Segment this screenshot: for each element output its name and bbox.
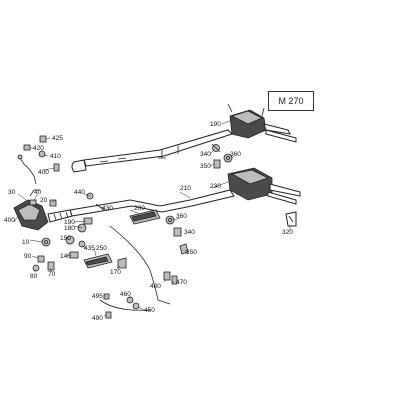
callout-80: 80 — [30, 273, 38, 280]
bolt-420 — [23, 144, 31, 151]
callout-480: 480 — [150, 283, 161, 290]
callout-190-upper: 190 — [210, 121, 221, 128]
clamp-435 — [78, 240, 86, 248]
lower-hanger-360 — [165, 215, 175, 225]
lower-rear-muffler — [227, 167, 301, 205]
upper-pipe-hanger — [158, 146, 179, 159]
callout-140: 140 — [60, 253, 71, 260]
callout-70: 70 — [48, 271, 56, 278]
lower-sensor-wire — [99, 225, 171, 311]
center-silencer — [129, 209, 161, 225]
clip-410 — [38, 150, 46, 158]
callout-400: 400 — [38, 169, 49, 176]
callout-360-upper: 360 — [230, 151, 241, 158]
callout-210: 210 — [180, 185, 191, 192]
part-450 — [132, 302, 140, 310]
leader-lines — [13, 119, 291, 317]
bracket-170 — [117, 257, 127, 269]
callout-190-left: 190 — [64, 219, 75, 226]
callout-30: 30 — [8, 189, 16, 196]
upper-bracket-350 — [213, 159, 221, 169]
part-90 — [37, 255, 45, 263]
part-70 — [47, 261, 55, 271]
sensor-470 — [171, 275, 178, 285]
callout-400-left: 400 — [4, 217, 15, 224]
callouts: 425 420 410 400 30 40 20 400 440 430 190… — [4, 121, 293, 322]
part-490 — [105, 311, 112, 319]
upper-rear-muffler — [227, 103, 297, 143]
nut-425 — [39, 135, 47, 143]
flex-pipe — [47, 209, 73, 223]
callout-435: 435 — [84, 245, 95, 252]
clamp-140 — [69, 251, 79, 259]
callout-340-upper: 340 — [200, 151, 211, 158]
callout-420: 420 — [33, 145, 44, 152]
part-80 — [32, 264, 40, 272]
upper-hanger-340 — [211, 143, 221, 153]
callout-180: 180 — [64, 225, 75, 232]
model-label: M 270 — [268, 91, 314, 111]
clamp-20 — [49, 199, 57, 207]
callout-10: 10 — [22, 239, 30, 246]
callout-425: 425 — [52, 135, 63, 142]
callout-410: 410 — [50, 153, 61, 160]
callout-360-lower: 360 — [176, 213, 187, 220]
callout-250: 250 — [96, 245, 107, 252]
callout-470: 470 — [176, 279, 187, 286]
callout-350-upper: 350 — [200, 163, 211, 170]
callout-40: 40 — [34, 189, 42, 196]
pipe-250 — [83, 253, 113, 269]
callout-490: 490 — [92, 315, 103, 322]
callout-320: 320 — [282, 229, 293, 236]
callout-200: 200 — [134, 205, 145, 212]
callout-170: 170 — [110, 269, 121, 276]
callout-350-lower: 350 — [186, 249, 197, 256]
clamp-40 — [29, 199, 37, 206]
callout-495: 495 — [92, 293, 103, 300]
sensor-480 — [163, 271, 171, 281]
callout-340-lower: 340 — [184, 229, 195, 236]
callout-150: 150 — [60, 235, 71, 242]
part-495 — [103, 293, 110, 300]
sensor-400 — [53, 163, 60, 172]
callout-90: 90 — [24, 253, 32, 260]
callout-20: 20 — [40, 197, 48, 204]
callout-230: 230 — [210, 183, 221, 190]
catalytic-converter — [13, 189, 49, 231]
callout-460: 460 — [120, 291, 131, 298]
callout-440: 440 — [74, 189, 85, 196]
tail-bracket-320 — [285, 211, 297, 227]
lower-exhaust-pipe — [69, 189, 235, 217]
o2-sensor-wire — [17, 154, 37, 185]
lower-hanger-340 — [173, 227, 182, 237]
callout-430: 430 — [102, 205, 113, 212]
gasket-10 — [41, 237, 51, 247]
callout-450: 450 — [144, 307, 155, 314]
